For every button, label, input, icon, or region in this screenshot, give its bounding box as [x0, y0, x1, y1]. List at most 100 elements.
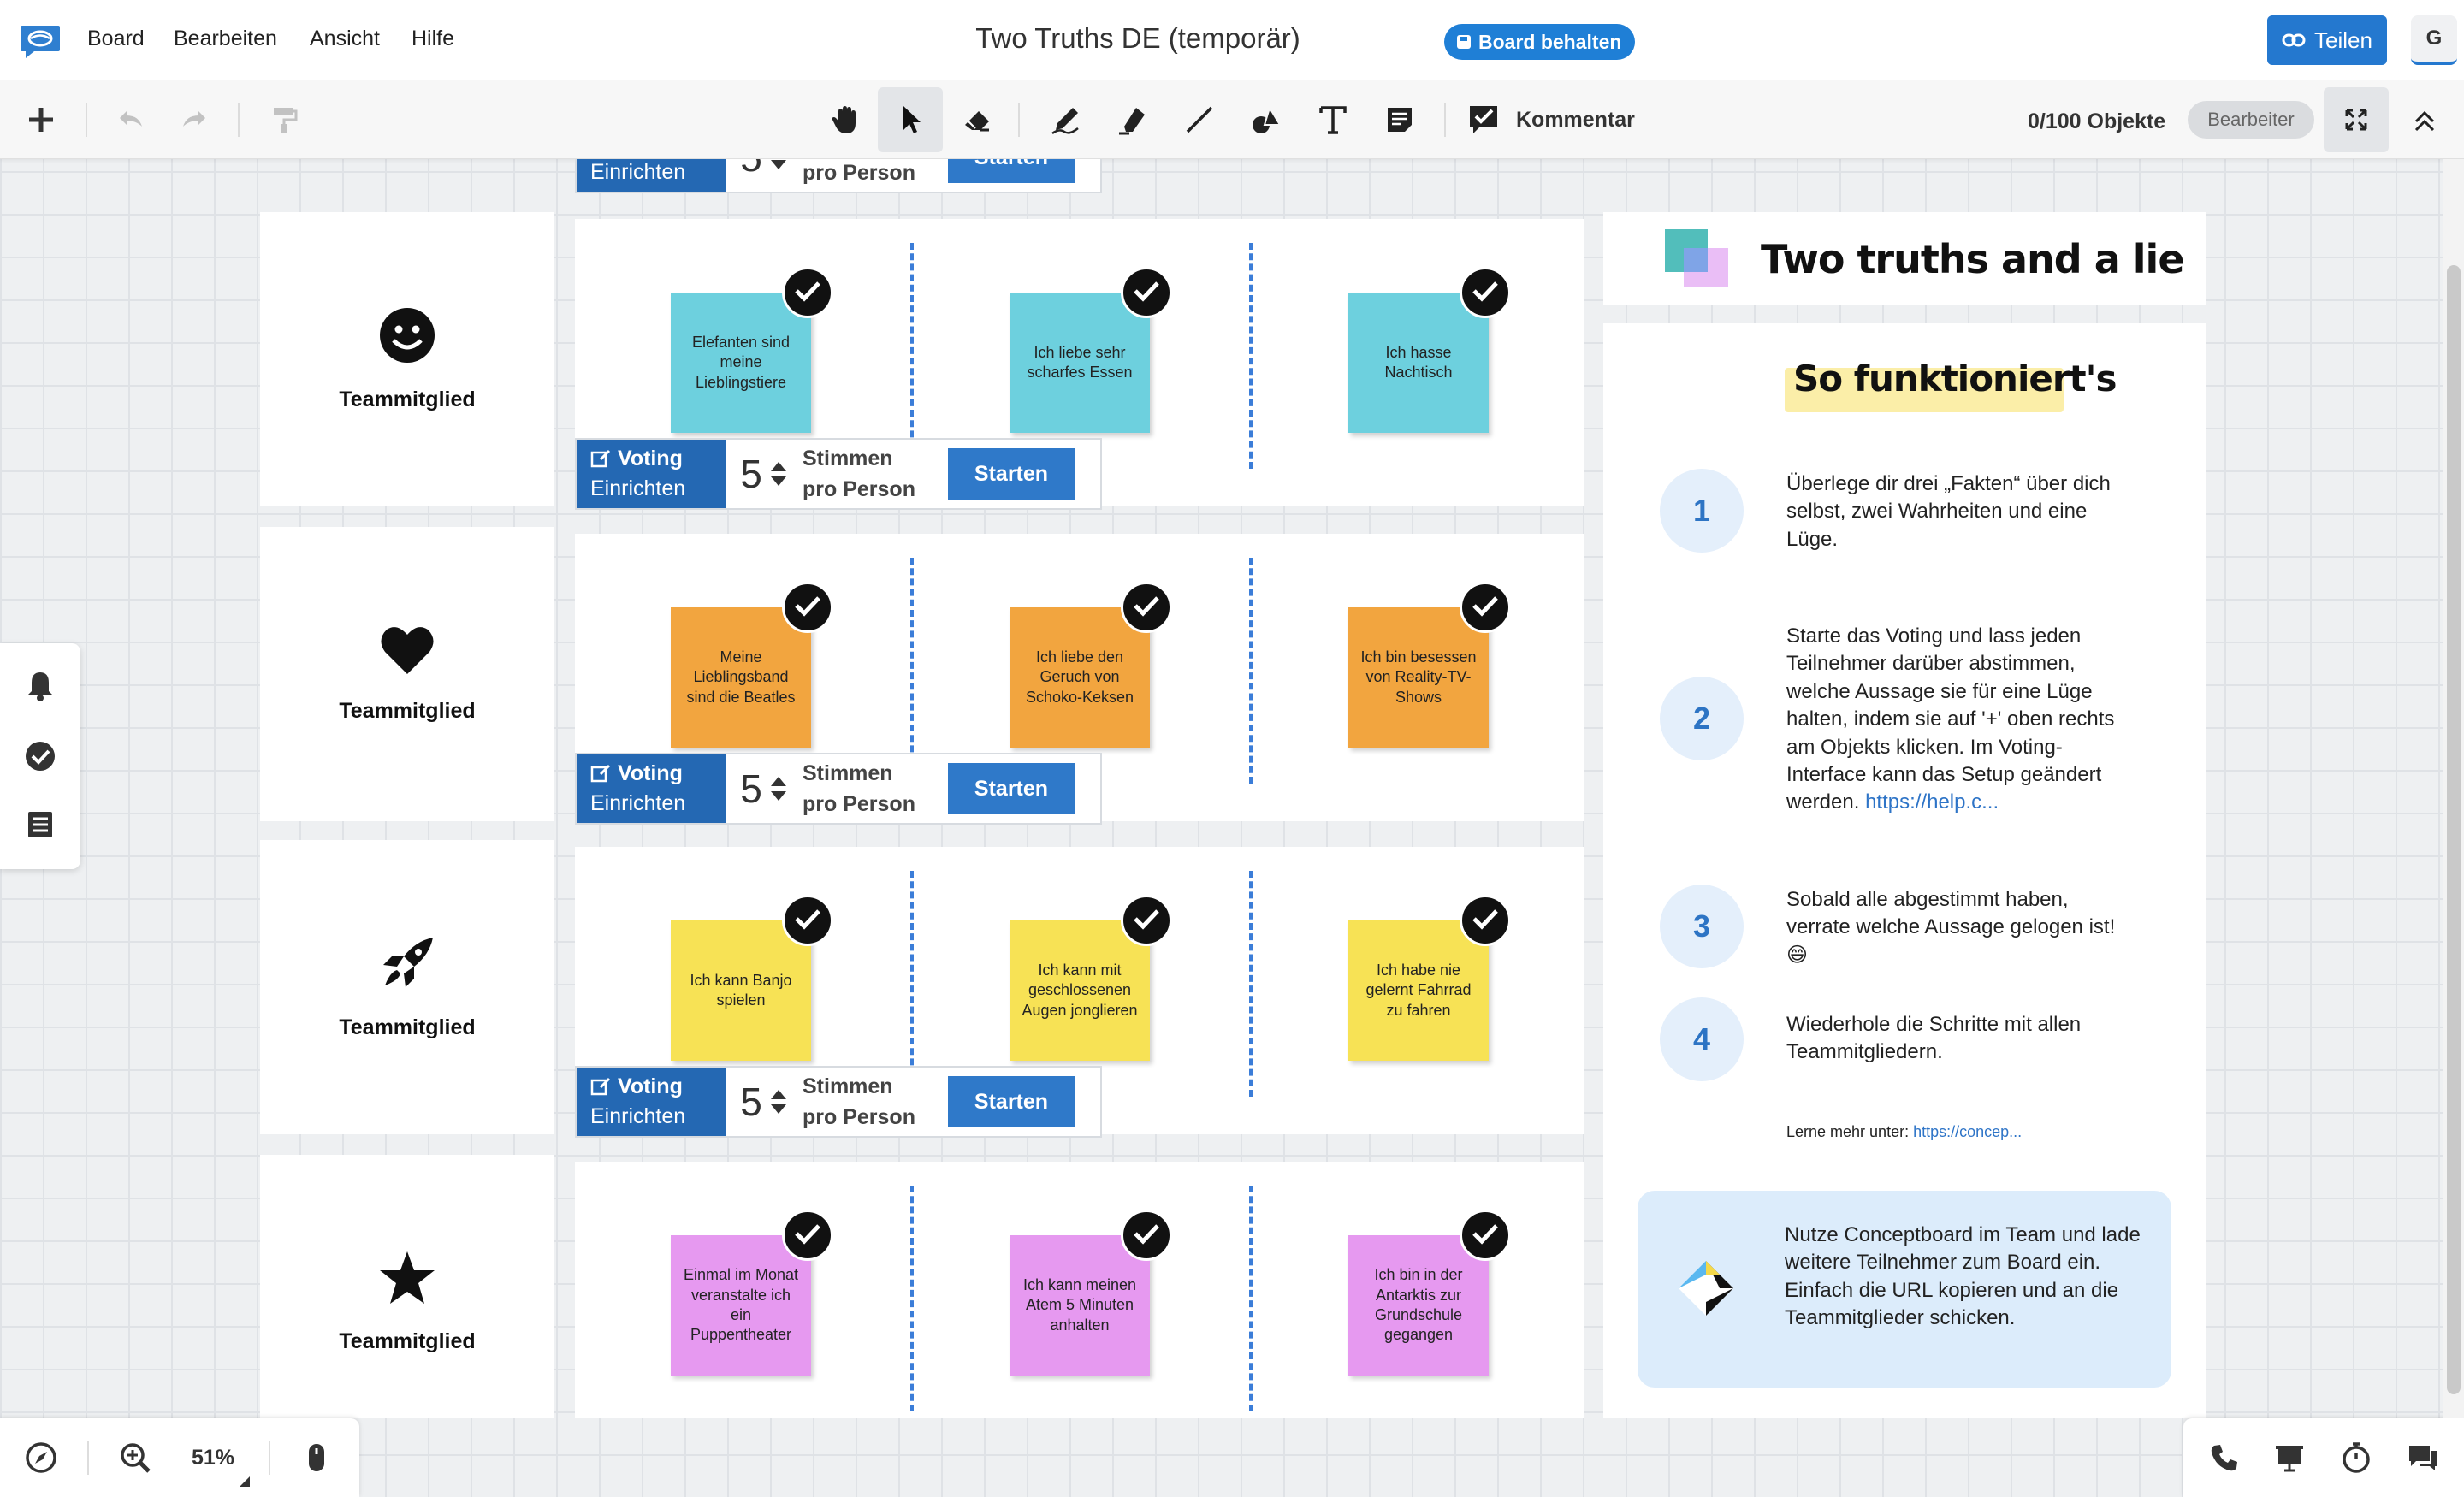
fit-screen-button[interactable]	[2324, 87, 2389, 152]
start-voting-button[interactable]: Starten	[948, 763, 1075, 814]
sticky-note[interactable]: Ich bin besessen von Reality-TV-Shows	[1348, 607, 1489, 748]
title-panel[interactable]: Two truths and a lie	[1603, 212, 2206, 305]
member-panel[interactable]: Teammitglied	[260, 840, 554, 1134]
sticky-note[interactable]: Ich liebe sehr scharfes Essen	[1010, 293, 1150, 433]
sticky-note[interactable]: Ich kann mit geschlossenen Augen jonglie…	[1010, 920, 1150, 1061]
member-panel[interactable]: Teammitglied	[260, 527, 554, 821]
check-circle-icon[interactable]	[23, 739, 57, 773]
votes-stepper[interactable]: 5	[726, 440, 803, 508]
menu-ansicht[interactable]: Ansicht	[310, 27, 380, 50]
menu-bearbeiten[interactable]: Bearbeiten	[174, 27, 277, 50]
voting-setup[interactable]: Voting Einrichten	[577, 159, 726, 192]
voting-setup[interactable]: Voting Einrichten	[577, 440, 726, 508]
voting-setup[interactable]: Voting Einrichten	[577, 1068, 726, 1136]
phone-icon[interactable]	[2207, 1441, 2242, 1475]
toolbar-separator	[1018, 103, 1020, 137]
vote-check-badge[interactable]	[1121, 895, 1172, 946]
board-title[interactable]: Two Truths DE (temporär)	[975, 22, 1300, 54]
add-button[interactable]	[9, 87, 74, 152]
chat-icon[interactable]	[2406, 1441, 2440, 1475]
format-painter-button[interactable]	[252, 87, 317, 152]
vote-check-badge[interactable]	[1460, 267, 1511, 318]
help-link[interactable]: https://help.c...	[1865, 790, 1999, 814]
shape-tool-button[interactable]	[1234, 87, 1299, 152]
share-button[interactable]: Teilen	[2267, 15, 2387, 65]
column-divider	[910, 243, 914, 469]
comment-tool-button[interactable]	[1451, 87, 1516, 152]
vote-check-badge[interactable]	[782, 582, 833, 633]
vote-check-badge[interactable]	[1460, 895, 1511, 946]
member-label: Teammitglied	[339, 699, 476, 723]
sticky-note[interactable]: Ich hasse Nachtisch	[1348, 293, 1489, 433]
sticky-note[interactable]: Meine Lieblingsband sind die Beatles	[671, 607, 811, 748]
pen-tool-button[interactable]	[1034, 87, 1099, 152]
voting-setup[interactable]: Voting Einrichten	[577, 754, 726, 823]
redo-button[interactable]	[163, 87, 228, 152]
learn-more-link[interactable]: https://concep...	[1913, 1123, 2023, 1140]
votes-stepper[interactable]: 5	[726, 754, 803, 823]
text-tool-button[interactable]	[1300, 87, 1365, 152]
sticky-note[interactable]: Ich bin in der Antarktis zur Grundschule…	[1348, 1235, 1489, 1376]
voting-label: Voting	[618, 1074, 683, 1098]
member-panel[interactable]: Teammitglied	[260, 1155, 554, 1418]
undo-button[interactable]	[98, 87, 163, 152]
step-number: 1	[1660, 469, 1744, 553]
sticky-note[interactable]: Ich liebe den Geruch von Schoko-Keksen	[1010, 607, 1150, 748]
conceptboard-logo-icon[interactable]	[19, 24, 62, 60]
line-tool-button[interactable]	[1167, 87, 1232, 152]
sticky-note[interactable]: Elefanten sind meine Lieblingstiere	[671, 293, 811, 433]
menu-board[interactable]: Board	[87, 27, 145, 50]
member-panel[interactable]: Teammitglied	[260, 212, 554, 506]
user-avatar[interactable]: G	[2411, 15, 2457, 65]
sticky-note[interactable]: Einmal im Monat veranstalte ich ein Pupp…	[671, 1235, 811, 1376]
zoom-dropdown-icon[interactable]	[240, 1476, 250, 1487]
step-number: 4	[1660, 997, 1744, 1081]
vote-check-badge[interactable]	[1460, 582, 1511, 633]
list-icon[interactable]	[23, 808, 57, 842]
keep-board-button[interactable]: Board behalten	[1444, 24, 1636, 60]
scrollbar-thumb[interactable]	[2447, 265, 2461, 1394]
sticky-note[interactable]: Ich kann Banjo spielen	[671, 920, 811, 1061]
select-tool-button[interactable]	[878, 87, 943, 152]
start-voting-button[interactable]: Starten	[948, 1076, 1075, 1127]
zoom-level[interactable]: 51%	[192, 1446, 235, 1470]
start-voting-button[interactable]: Starten	[948, 159, 1075, 183]
sticky-note[interactable]: Ich habe nie gelernt Fahrrad zu fahren	[1348, 920, 1489, 1061]
sticky-note-tool-button[interactable]	[1367, 87, 1432, 152]
comment-tool-label[interactable]: Kommentar	[1516, 108, 1635, 132]
vote-check-badge[interactable]	[1460, 1210, 1511, 1261]
hand-tool-button[interactable]	[813, 87, 878, 152]
compass-icon[interactable]	[24, 1441, 58, 1475]
bell-icon[interactable]	[23, 669, 57, 703]
vote-check-badge[interactable]	[782, 1210, 833, 1261]
sticky-note[interactable]: Ich kann meinen Atem 5 Minuten anhalten	[1010, 1235, 1150, 1376]
navigation-bar: 51%	[0, 1418, 359, 1497]
role-badge[interactable]: Bearbeiter	[2188, 101, 2314, 139]
collapse-toolbar-button[interactable]	[2392, 87, 2457, 152]
vote-check-badge[interactable]	[1121, 582, 1172, 633]
sticky-note-text: Ich habe nie gelernt Fahrrad zu fahren	[1365, 961, 1472, 1019]
vote-check-badge[interactable]	[782, 267, 833, 318]
toolbar-separator	[86, 103, 87, 137]
start-voting-button[interactable]: Starten	[948, 448, 1075, 500]
menu-hilfe[interactable]: Hilfe	[412, 27, 455, 50]
vote-check-badge[interactable]	[782, 895, 833, 946]
votes-stepper[interactable]: 5	[726, 159, 803, 192]
votes-stepper[interactable]: 5	[726, 1068, 803, 1136]
eraser-tool-button[interactable]	[945, 87, 1010, 152]
vote-check-badge[interactable]	[1121, 267, 1172, 318]
presentation-icon[interactable]	[2272, 1441, 2307, 1475]
mouse-icon[interactable]	[299, 1441, 334, 1475]
zoom-in-icon[interactable]	[118, 1441, 152, 1475]
vote-check-badge[interactable]	[1121, 1210, 1172, 1261]
instructions-panel[interactable]: So funktioniert's 1 Überlege dir drei „F…	[1603, 323, 2206, 1418]
plus-icon	[29, 108, 53, 132]
timer-icon[interactable]	[2339, 1441, 2373, 1475]
marker-tool-button[interactable]	[1100, 87, 1165, 152]
menubar: Board Bearbeiten Ansicht Hilfe Two Truth…	[0, 0, 2464, 80]
